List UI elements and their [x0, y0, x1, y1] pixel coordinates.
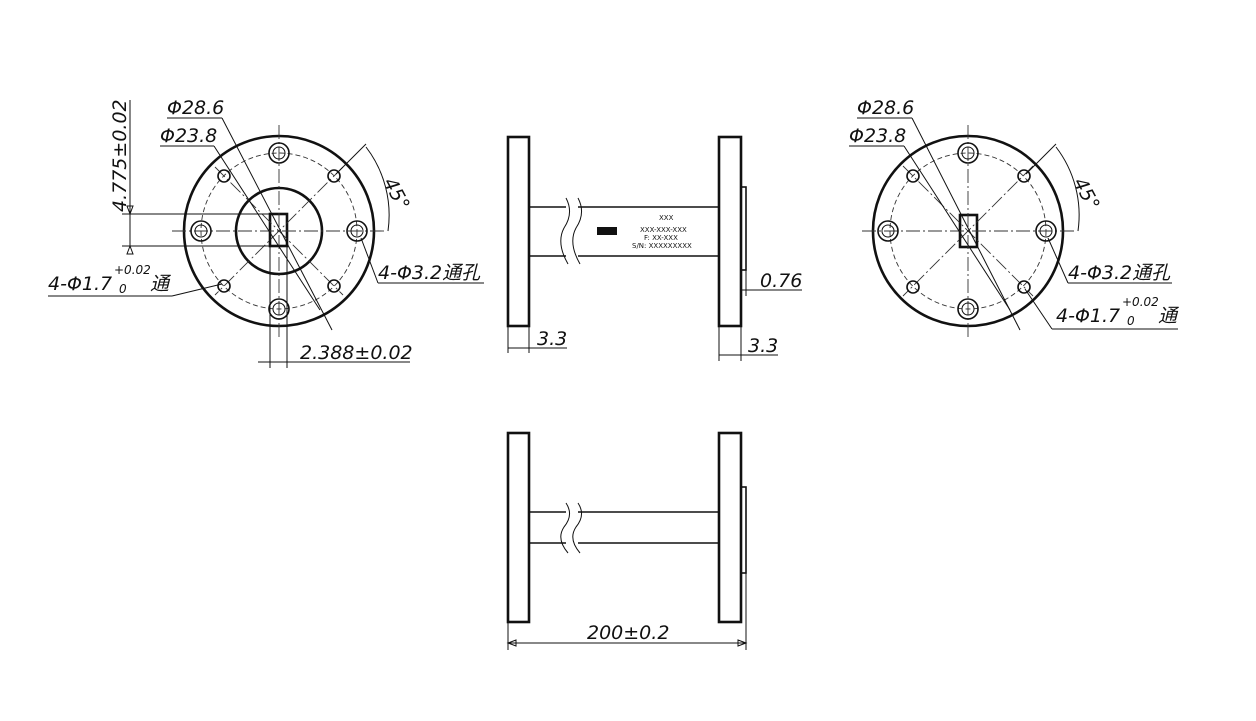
left-pin-hole-tol-upper: +0.02 [114, 263, 151, 277]
right-end-view: Φ28.6 Φ23.8 45° 4-Φ3.2通孔 4-Φ1.7 +0.02 0 … [849, 97, 1180, 338]
left-pin-hole-br [327, 279, 341, 293]
left-width-dim: 2.388±0.02 [300, 342, 413, 364]
front-boss [740, 186, 747, 271]
left-pin-hole-tr [327, 169, 341, 183]
front-boss-height: 0.76 [760, 270, 802, 292]
bottom-view: 200±0.2 [506, 431, 748, 650]
left-hole-top [268, 142, 290, 164]
right-pin-hole-tol-upper: +0.02 [1122, 295, 1159, 309]
left-height-dim: 4.775±0.02 [109, 99, 131, 212]
left-through-hole-note: 4-Φ3.2通孔 [378, 262, 481, 284]
right-pin-hole-br [1017, 280, 1031, 294]
left-end-view: 4.775±0.02 2.388±0.02 Φ28.6 Φ23.8 45° 4-… [48, 97, 484, 368]
front-flange-thk-right: 3.3 [748, 335, 778, 357]
right-hole-top [957, 142, 979, 164]
bottom-boss [740, 486, 747, 574]
left-dia-outer: Φ28.6 [167, 97, 224, 119]
right-pin-hole-suffix: 通 [1158, 305, 1180, 327]
front-left-flange [506, 135, 531, 328]
right-hole-right [1035, 220, 1057, 242]
front-label-3: F: XX-XXX [644, 234, 678, 242]
front-label-2: XXX-XXX-XXX [640, 226, 687, 234]
right-pin-hole-tl [906, 169, 920, 183]
left-pin-hole-tl [217, 169, 231, 183]
right-through-hole-note: 4-Φ3.2通孔 [1068, 262, 1171, 284]
front-logo [597, 227, 617, 235]
bottom-right-flange [717, 431, 743, 624]
left-pin-hole-tol-lower: 0 [119, 282, 127, 296]
left-pin-hole-prefix: 4-Φ1.7 [48, 273, 112, 295]
left-hole-bottom [268, 298, 290, 320]
right-dia-bolt: Φ23.8 [849, 125, 906, 147]
bottom-left-flange [506, 431, 531, 624]
right-dia-outer: Φ28.6 [857, 97, 914, 119]
right-hole-bottom [957, 298, 979, 320]
front-label-1: XXX [659, 214, 674, 222]
right-pin-hole-tol-lower: 0 [1127, 314, 1135, 328]
left-dia-bolt: Φ23.8 [160, 125, 217, 147]
right-hole-left [877, 220, 899, 242]
left-pin-hole-suffix: 通 [150, 273, 172, 295]
left-hole-right [346, 220, 368, 242]
front-label-4: S/N: XXXXXXXXX [632, 242, 692, 250]
right-pin-hole-bl [906, 280, 920, 294]
right-pin-hole-prefix: 4-Φ1.7 [1056, 305, 1120, 327]
front-side-view: XXX XXX-XXX-XXX F: XX-XXX S/N: XXXXXXXXX… [506, 135, 802, 361]
left-pin-hole-bl [217, 279, 231, 293]
right-pin-hole-tr [1017, 169, 1031, 183]
front-right-flange [717, 135, 743, 328]
left-hole-left [190, 220, 212, 242]
front-flange-thk-left: 3.3 [537, 328, 567, 350]
bottom-length-dim: 200±0.2 [587, 622, 669, 644]
